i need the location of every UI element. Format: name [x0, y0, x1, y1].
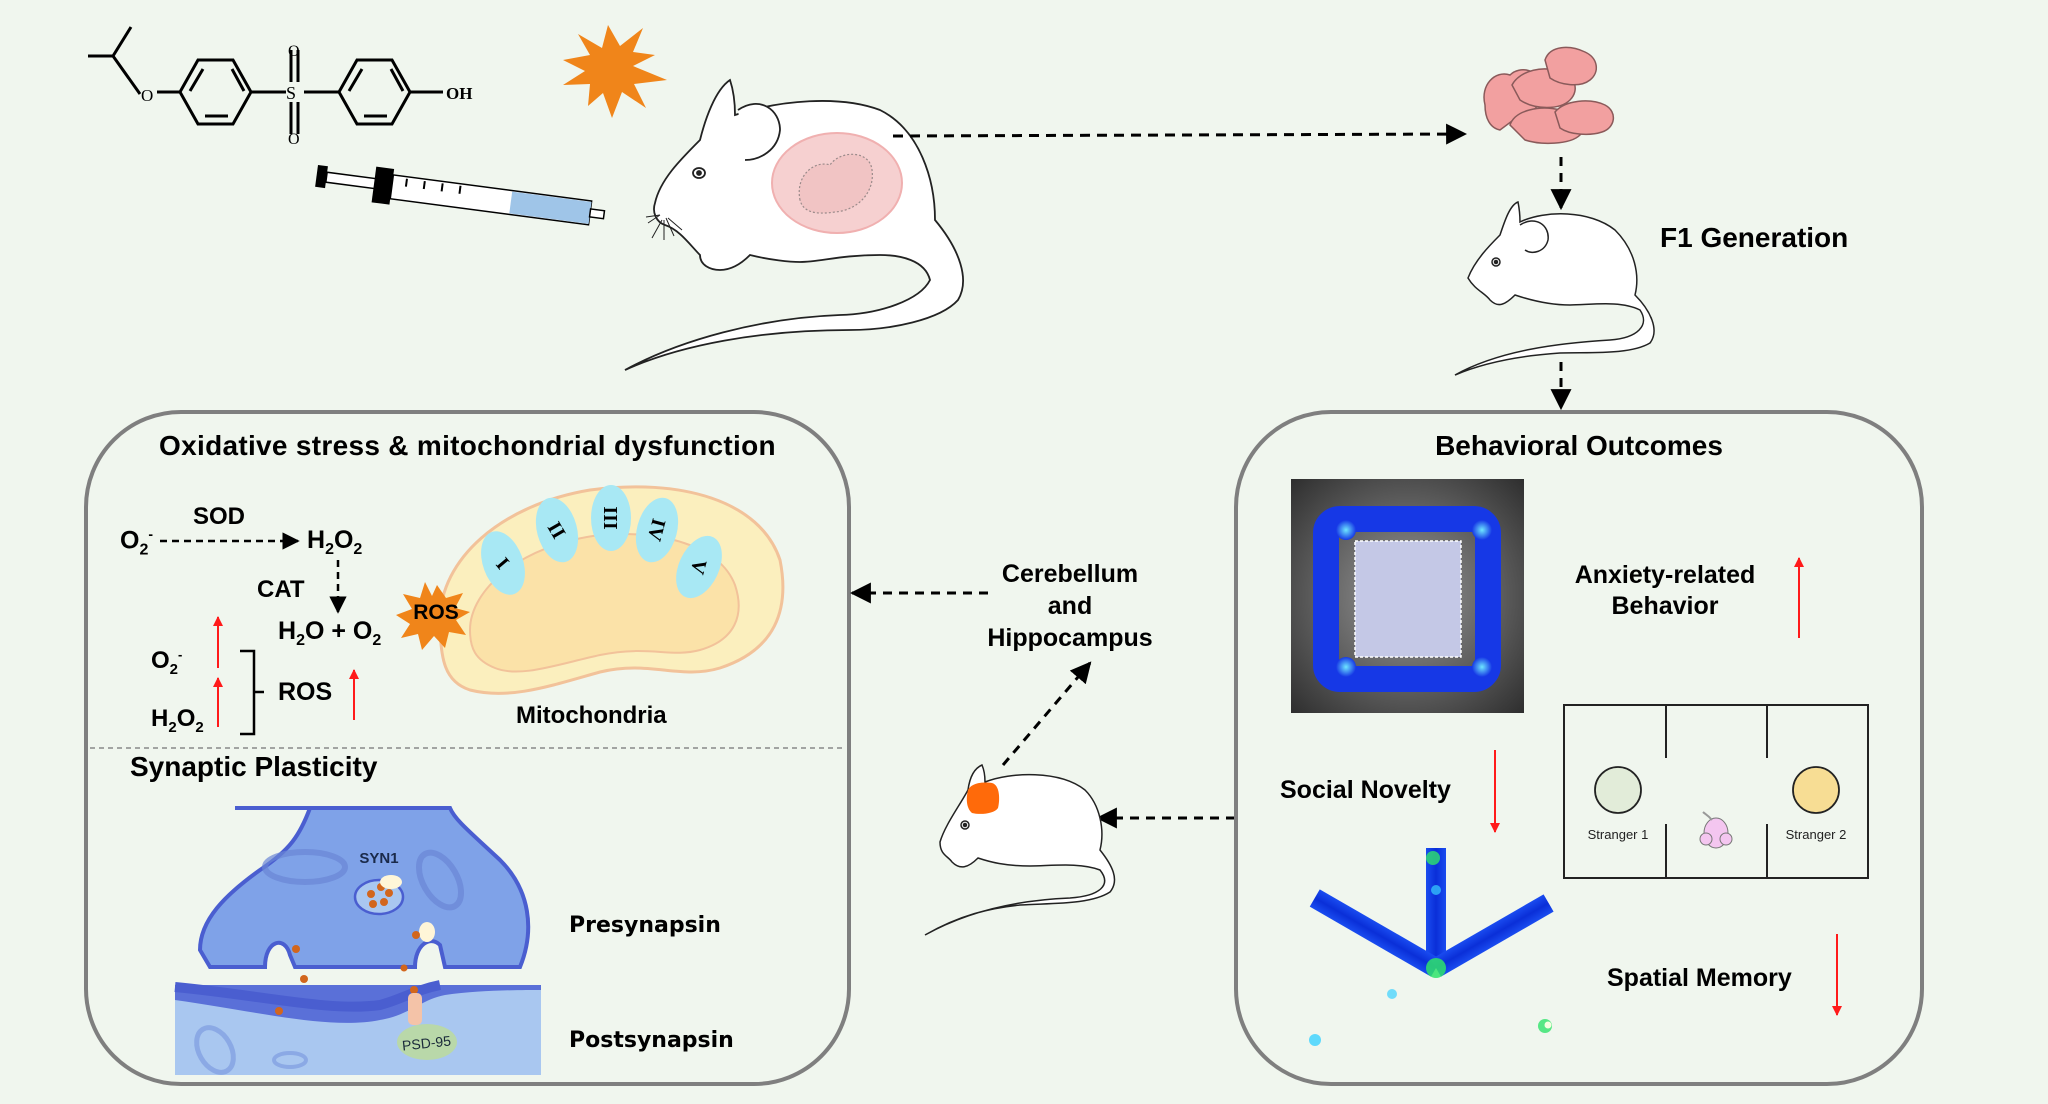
fetus-outline	[798, 153, 873, 214]
o-symbol: O	[151, 647, 170, 674]
sulfur-label: S	[286, 83, 296, 103]
h-symbol: H	[278, 617, 297, 645]
pregnant-mouse-illustration	[624, 78, 964, 371]
respiratory-complexes: I II III IV V	[481, 485, 722, 599]
ros-burst-icon	[396, 582, 470, 650]
complex-ii-icon: II	[535, 497, 579, 563]
sulfonyl-oxygen-bottom: O	[288, 131, 300, 148]
three-chamber-apparatus	[1563, 704, 1869, 879]
test-mouse-icon	[1699, 811, 1733, 849]
mitochondria-label: Mitochondria	[516, 702, 667, 729]
arrow-dam-to-offspring	[892, 123, 1468, 145]
brain-region-hippocampus: Hippocampus	[987, 624, 1153, 652]
syn1-label: SYN1	[359, 850, 398, 867]
h-subscript: 2	[296, 632, 305, 649]
mechanism-panel	[84, 410, 851, 1086]
svg-text:V: V	[685, 557, 710, 577]
o-subscript: 2	[195, 718, 204, 736]
brain-regions-label: Cerebellum and Hippocampus	[970, 558, 1170, 654]
sulfonyl-oxygen-top: O	[288, 43, 300, 60]
complex-iv-icon: IV	[635, 497, 679, 563]
spatial-memory-label: Spatial Memory	[1607, 964, 1792, 992]
charge: -	[178, 647, 183, 662]
anxiety-label-line1: Anxiety-related	[1574, 561, 1756, 589]
complex-i-icon: I	[481, 531, 525, 595]
stranger1-cage-icon	[1594, 766, 1642, 814]
substrate-charge: -	[148, 526, 154, 542]
o-symbol: O	[333, 526, 354, 554]
social-novelty-label: Social Novelty	[1280, 776, 1451, 804]
pups-illustration	[1483, 46, 1614, 145]
brain-region-cerebellum: Cerebellum	[1001, 560, 1139, 588]
o-subscript: 2	[169, 660, 179, 678]
stranger2-cage-icon	[1792, 766, 1840, 814]
water-oxygen-product: H2O + O2	[278, 617, 381, 650]
h-subscript: 2	[168, 718, 177, 736]
behavior-panel	[1234, 410, 1924, 1086]
postsynapsin-label: Postsynapsin	[569, 1028, 734, 1053]
h-symbol: H	[151, 705, 169, 732]
mitochondrion-illustration	[438, 485, 785, 695]
f1-generation-label: F1 Generation	[1660, 222, 1849, 253]
chemical-structure	[88, 26, 443, 134]
oxidative-panel-title: Oxidative stress & mitochondrial dysfunc…	[159, 430, 776, 461]
f1-mouse-illustration	[1454, 200, 1655, 376]
stranger1-label: Stranger 1	[1588, 827, 1649, 842]
syringe-icon	[315, 165, 606, 226]
hydroxyl-label: OH	[446, 84, 472, 103]
o-subscript: 2	[353, 541, 363, 558]
ros-bracket	[240, 649, 264, 736]
ros-item-superoxide: O2-	[151, 647, 182, 678]
complex-iii-icon: III	[591, 485, 631, 551]
exposure-burst-icon	[563, 25, 667, 118]
synaptic-panel-title: Synaptic Plasticity	[130, 751, 378, 782]
o-plus-o-symbols: O + O	[304, 617, 373, 645]
presynapsin-label: Presynapsin	[569, 913, 721, 938]
substrate-symbol: O	[120, 526, 140, 555]
y-maze-heatmap	[1309, 848, 1554, 1046]
reaction-substrate: O2-	[120, 526, 153, 559]
o-subscript: 2	[372, 632, 382, 649]
ros-burst-label: ROS	[413, 601, 459, 624]
ether-oxygen-label: O	[141, 86, 153, 105]
o-symbol: O	[176, 705, 196, 732]
h-symbol: H	[307, 526, 326, 554]
psd95-label: PSD-95	[401, 1032, 452, 1053]
behavior-panel-title: Behavioral Outcomes	[1435, 430, 1723, 461]
complex-v-icon: V	[676, 535, 722, 599]
substrate-subscript: 2	[139, 541, 149, 559]
brain-region-conjunction: and	[1047, 592, 1093, 620]
h-subscript: 2	[325, 541, 334, 558]
ros-group-label: ROS	[278, 678, 333, 706]
sod-enzyme-label: SOD	[193, 503, 246, 530]
brain-region-highlight	[966, 782, 1000, 814]
brain-highlight-mouse-illustration	[924, 764, 1116, 936]
cat-enzyme-label: CAT	[257, 576, 305, 603]
anxiety-label-line2: Behavior	[1611, 592, 1719, 620]
open-field-heatmap	[1291, 479, 1524, 713]
stranger2-label: Stranger 2	[1786, 827, 1847, 842]
ros-item-hydrogen-peroxide: H2O2	[151, 705, 204, 736]
h2o2-product: H2O2	[307, 526, 362, 559]
svg-text:III: III	[599, 506, 621, 530]
arrow-mouse-to-brain-regions	[1001, 661, 1092, 766]
synapse-illustration	[174, 806, 541, 1075]
anxiety-outcome-label: Anxiety-related Behavior	[1555, 560, 1775, 622]
